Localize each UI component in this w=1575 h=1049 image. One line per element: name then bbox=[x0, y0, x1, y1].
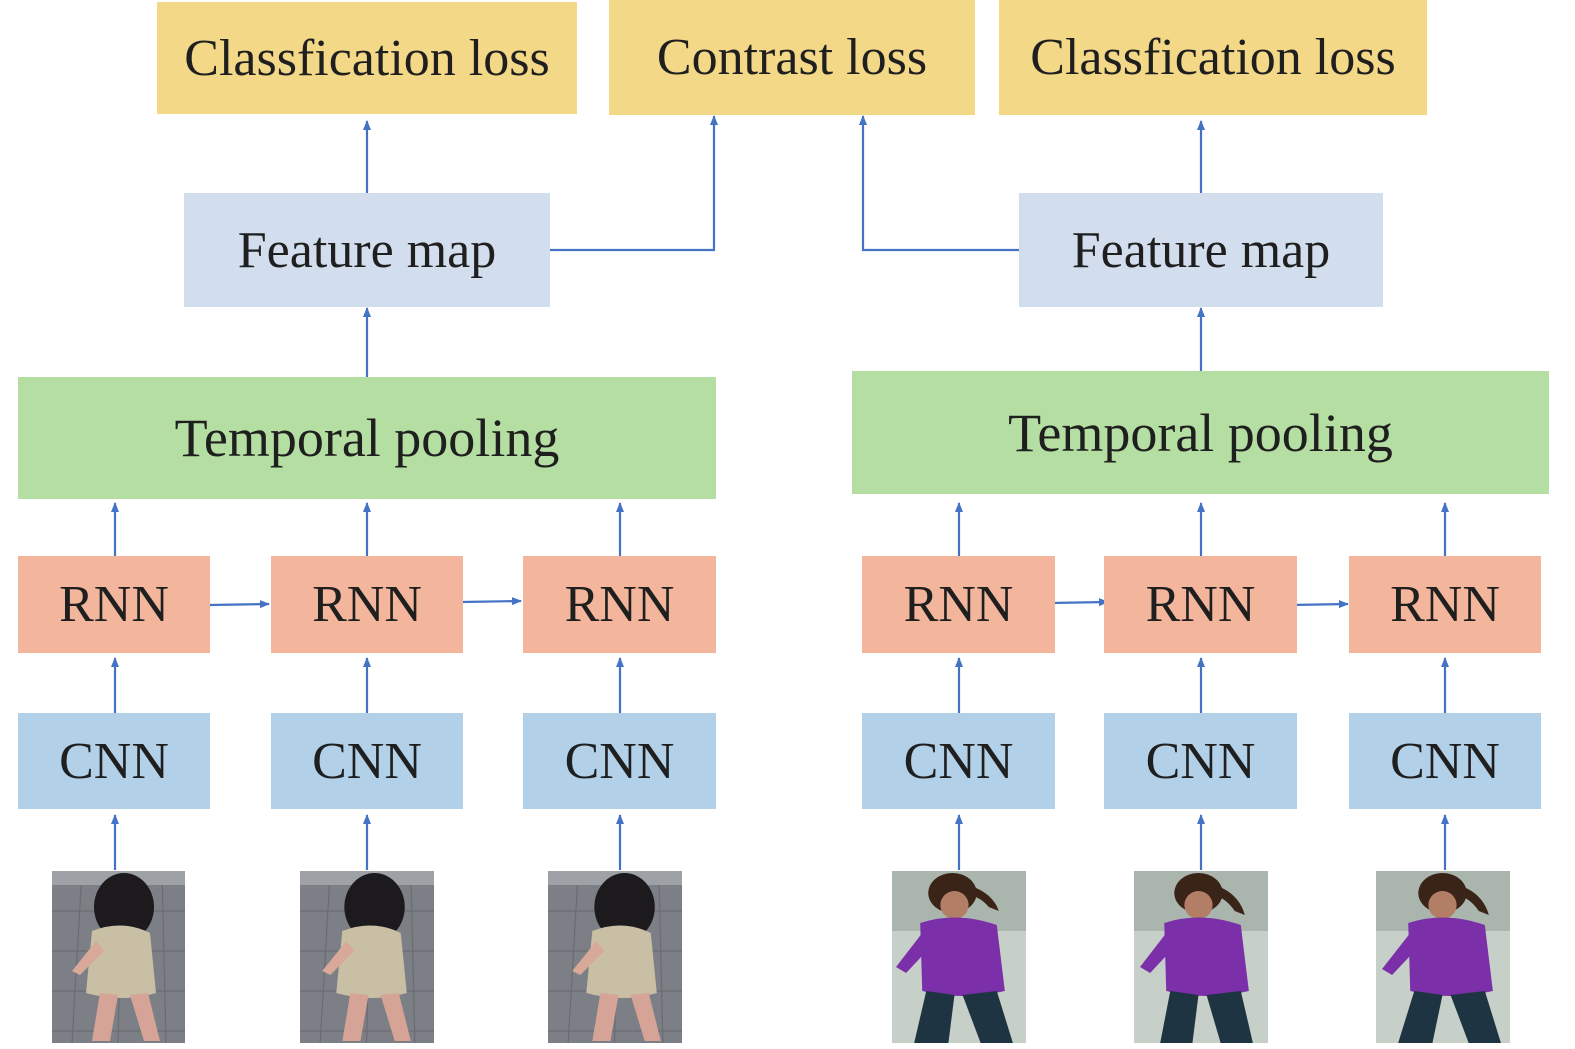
arrow-rnn-to-rnn bbox=[209, 600, 270, 609]
cnn-right-3: CNN bbox=[1349, 713, 1541, 809]
rnn-right-3: RNN bbox=[1349, 556, 1541, 653]
classification-loss-right: Classfication loss bbox=[999, 0, 1427, 115]
classification-loss-left: Classfication loss bbox=[157, 2, 577, 114]
input-frame-left-1 bbox=[52, 871, 185, 1043]
rnn-right-1: RNN bbox=[862, 556, 1055, 653]
cnn-right-1: CNN bbox=[862, 713, 1055, 809]
feature-map-left: Feature map bbox=[184, 193, 550, 307]
arrow-feature-map-to-contrast-loss bbox=[549, 115, 718, 252]
arrow-rnn-to-rnn bbox=[1289, 600, 1349, 609]
input-frame-right-3 bbox=[1376, 871, 1510, 1043]
cnn-left-1: CNN bbox=[18, 713, 210, 809]
temporal-pooling-right: Temporal pooling bbox=[852, 371, 1549, 494]
rnn-right-2: RNN bbox=[1104, 556, 1297, 653]
input-frame-right-2 bbox=[1134, 871, 1268, 1043]
rnn-left-1: RNN bbox=[18, 556, 210, 653]
cnn-right-2: CNN bbox=[1104, 713, 1297, 809]
input-frame-right-1 bbox=[892, 871, 1026, 1043]
input-frame-left-2 bbox=[300, 871, 434, 1043]
arrow-rnn-to-rnn bbox=[1049, 598, 1109, 607]
temporal-pooling-left: Temporal pooling bbox=[18, 377, 716, 499]
cnn-left-2: CNN bbox=[271, 713, 463, 809]
rnn-left-3: RNN bbox=[523, 556, 716, 653]
arrow-rnn-to-rnn bbox=[461, 597, 522, 606]
arrow-feature-map-to-contrast-loss bbox=[859, 115, 1019, 252]
rnn-left-2: RNN bbox=[271, 556, 463, 653]
feature-map-right: Feature map bbox=[1019, 193, 1383, 307]
cnn-left-3: CNN bbox=[523, 713, 716, 809]
input-frame-left-3 bbox=[548, 871, 682, 1043]
contrast-loss: Contrast loss bbox=[609, 0, 975, 115]
